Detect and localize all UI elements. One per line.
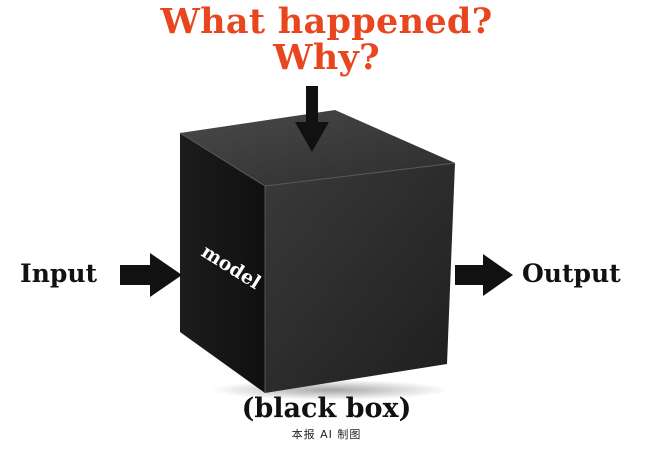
output-label: Output [522,259,621,288]
cube-front-face [265,163,455,393]
arrow-down-icon [295,86,329,152]
black-box-label: (black box) [241,393,412,424]
cube-left-face [180,133,265,393]
title-line-2: Why? [273,37,380,78]
arrow-right-icon [455,254,513,296]
input-label: Input [20,259,98,288]
cube-top-face [180,110,455,186]
arrow-right-icon [120,253,182,297]
cube-icon [179,110,456,400]
caption: 本报 AI 制图 [291,428,362,441]
title-line-1: What happened? [160,1,493,42]
